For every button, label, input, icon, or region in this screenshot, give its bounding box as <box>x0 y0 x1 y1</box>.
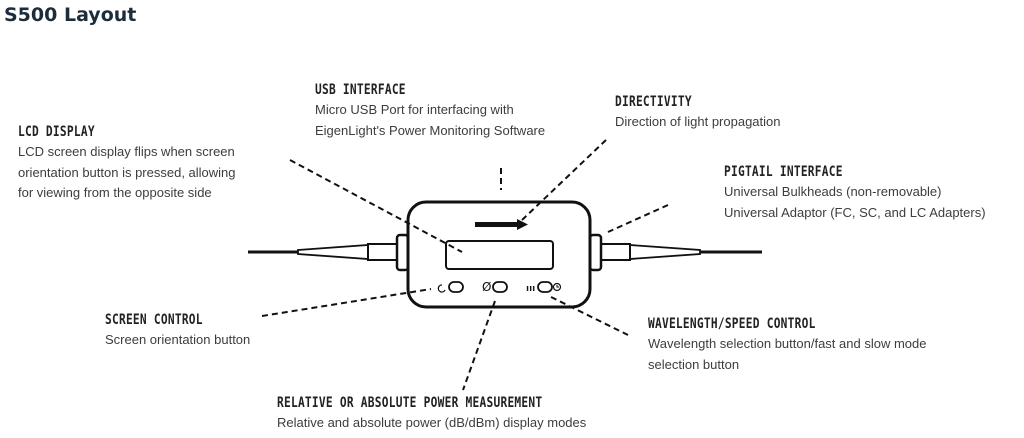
callout-directivity: DIRECTIVITY Direction of light propagati… <box>615 92 781 133</box>
right-connector <box>600 243 631 261</box>
left-strain-relief <box>297 244 369 260</box>
callout-text: orientation button is pressed, allowing <box>18 164 236 180</box>
callout-text: Universal Adaptor (FC, SC, and LC Adapte… <box>724 204 986 220</box>
callout-heading: PIGTAIL INTERFACE <box>724 164 843 180</box>
lcd-screen <box>445 240 554 270</box>
right-strain-relief <box>629 244 701 260</box>
page-title: S500 Layout <box>4 4 137 26</box>
leader-wavelength <box>550 296 629 336</box>
rotate-icon <box>437 284 446 293</box>
callout-usb-interface: USB INTERFACE Micro USB Port for interfa… <box>315 80 545 141</box>
null-icon: Ø <box>482 280 491 294</box>
callout-pigtail-interface: PIGTAIL INTERFACE Universal Bulkheads (n… <box>724 162 986 223</box>
wavelength-icon: ווו <box>526 284 535 294</box>
callout-power-measurement: RELATIVE OR ABSOLUTE POWER MEASUREMENT R… <box>277 393 609 434</box>
callout-text: Universal Bulkheads (non-removable) <box>724 184 942 199</box>
callout-heading: DIRECTIVITY <box>615 94 692 110</box>
callout-text: LCD screen display flips when screen <box>18 144 235 159</box>
leader-pigtail <box>607 204 669 233</box>
callout-text: Wavelength selection button/fast and slo… <box>648 336 927 351</box>
callout-wavelength-control: WAVELENGTH/SPEED CONTROL Wavelength sele… <box>648 314 926 375</box>
clock-icon <box>552 282 562 292</box>
callout-text: EigenLight's Power Monitoring Software <box>315 122 546 138</box>
leader-screen-control <box>261 288 432 317</box>
leader-lcd <box>289 159 463 253</box>
screen-orientation-button[interactable] <box>448 281 464 293</box>
callout-text: Micro USB Port for interfacing with <box>315 102 514 117</box>
callout-heading: RELATIVE OR ABSOLUTE POWER MEASUREMENT <box>277 395 543 411</box>
right-bulkhead <box>588 233 603 272</box>
callout-screen-control: SCREEN CONTROL Screen orientation button <box>105 310 250 351</box>
wavelength-button[interactable] <box>537 281 553 293</box>
device-body <box>406 200 592 309</box>
callout-heading: LCD DISPLAY <box>18 124 95 140</box>
power-mode-button[interactable] <box>492 281 508 293</box>
left-bulkhead <box>395 233 410 272</box>
callout-lcd-display: LCD DISPLAY LCD screen display flips whe… <box>18 122 236 204</box>
callout-text: Screen orientation button <box>105 332 251 347</box>
callout-text: selection button <box>648 356 740 372</box>
callout-text: Direction of light propagation <box>615 114 781 129</box>
left-connector <box>367 243 398 261</box>
leader-power <box>462 300 496 391</box>
callout-text: for viewing from the opposite side <box>18 185 212 200</box>
callout-heading: WAVELENGTH/SPEED CONTROL <box>648 316 816 332</box>
callout-heading: SCREEN CONTROL <box>105 312 203 328</box>
callout-heading: USB INTERFACE <box>315 82 406 98</box>
direction-arrow <box>475 222 519 227</box>
callout-text: Relative and absolute power (dB/dBm) dis… <box>277 415 587 430</box>
